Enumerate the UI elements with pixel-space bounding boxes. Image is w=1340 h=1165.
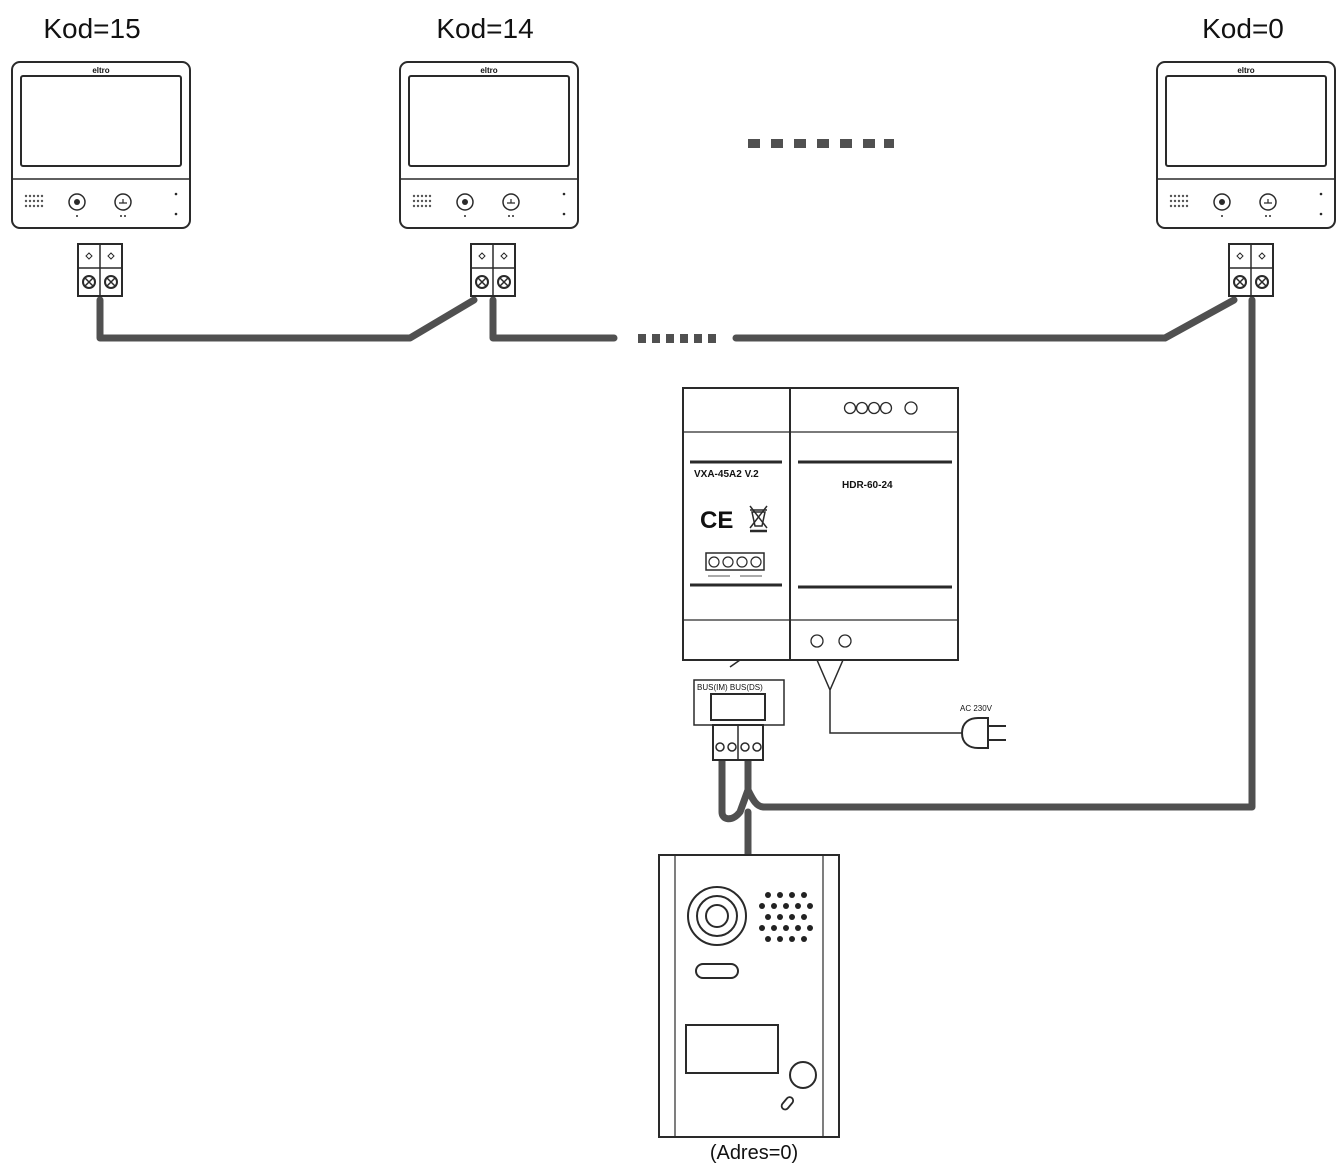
monitor-code-label: Kod=0: [1202, 13, 1284, 44]
microphone-slot: [695, 963, 739, 979]
din-rail-unit: VXA-45A2 V.2 CE: [682, 387, 959, 661]
monitor-code-label: Kod=14: [436, 13, 533, 44]
distribution-unit: VXA-45A2 V.2 CE: [682, 387, 791, 661]
speaker-grille-icon: [759, 892, 813, 942]
monitor-kod-0: Kod=0 eltro: [1156, 13, 1336, 297]
ce-mark: CE: [700, 507, 733, 534]
name-plate: [685, 1024, 779, 1074]
mains-voltage-label: AC 230V: [960, 704, 993, 713]
power-supply-model: HDR-60-24: [842, 480, 893, 491]
cable-monitor15-to-monitor14: [96, 296, 478, 342]
bus-terminal-block: BUS(IM) BUS(DS): [693, 659, 785, 761]
cable-chain-to-monitor0: [732, 296, 1238, 342]
power-supply-input-terminals: [810, 634, 852, 648]
power-supply-output-terminals: [843, 401, 918, 415]
monitor-brand-logo: eltro: [92, 66, 109, 75]
monitor-kod-15: Kod=15 eltro: [11, 13, 191, 297]
distribution-unit-terminal-strip: [705, 552, 765, 577]
monitor-terminal-block: [77, 243, 123, 297]
cable-distributor-to-door-station: [718, 756, 752, 862]
door-station: (Adres=0): [658, 854, 840, 1164]
door-station-address-label: (Adres=0): [710, 1142, 798, 1164]
bus-terminal-label: BUS(IM) BUS(DS): [697, 683, 763, 692]
monitor-brand-logo: eltro: [480, 66, 497, 75]
mains-plug-icon: [960, 717, 1006, 749]
monitor-terminal-block: [470, 243, 516, 297]
monitor-code-label: Kod=15: [43, 13, 140, 44]
weee-bin-icon: [749, 505, 768, 533]
monitor-brand-logo: eltro: [1237, 66, 1254, 75]
status-led: [780, 1096, 795, 1111]
distribution-unit-model: VXA-45A2 V.2: [694, 469, 759, 480]
power-supply-unit: HDR-60-24: [789, 387, 959, 661]
mains-connection: AC 230V: [816, 659, 1006, 749]
monitor-chain-dots: [748, 139, 894, 148]
cable-monitor14-to-chain: [489, 296, 618, 342]
cable-chain-dots: [638, 334, 716, 343]
camera-lens-icon: [687, 886, 747, 946]
call-button: [789, 1061, 817, 1089]
monitor-terminal-block: [1228, 243, 1274, 297]
bus-cables: [96, 296, 1256, 862]
monitor-kod-14: Kod=14 eltro: [399, 13, 579, 297]
